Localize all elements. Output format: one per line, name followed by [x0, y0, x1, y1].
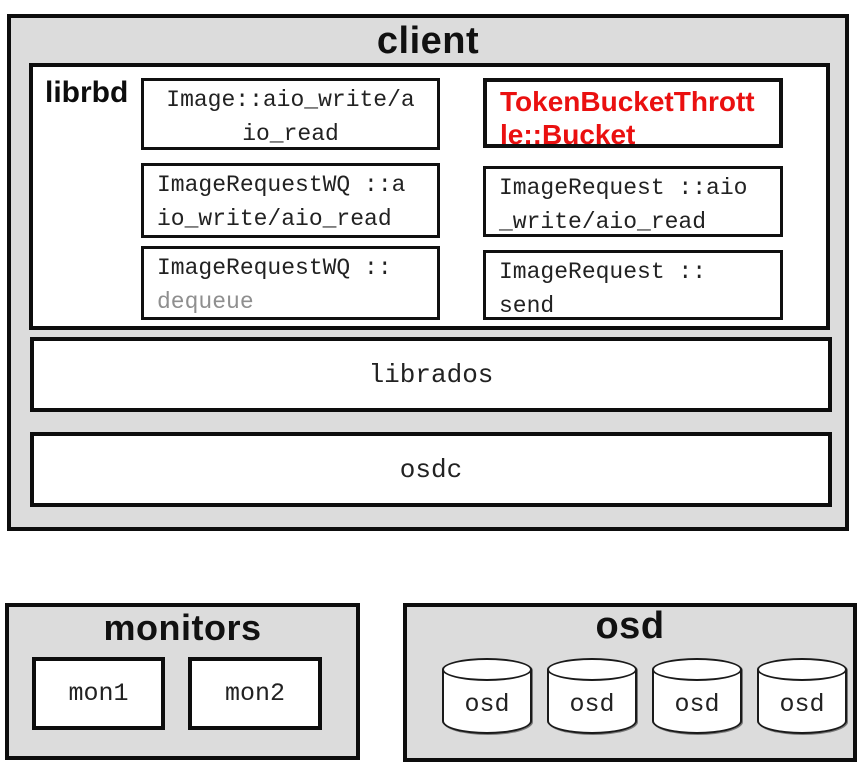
mon2-node: mon2: [188, 657, 322, 730]
librbd-box-image-aio: Image::aio_write/a io_read: [141, 78, 440, 150]
cylinder-body: [547, 669, 637, 734]
box-line: Image::aio_write/a: [166, 87, 415, 113]
cylinder-top: [442, 658, 532, 681]
librbd-label: librbd: [45, 76, 129, 109]
box-line: io_read: [242, 121, 339, 147]
mon1-label: mon1: [68, 679, 129, 708]
cylinder-top: [652, 658, 742, 681]
osd-node-label: osd: [779, 690, 825, 719]
osd-cylinder: osd: [757, 658, 847, 734]
osd-cylinder: osd: [652, 658, 742, 734]
librados-layer: librados: [30, 337, 832, 412]
osd-title: osd: [595, 605, 665, 647]
librbd-box-tokenbucketthrottle: TokenBucketThrott le::Bucket: [483, 78, 783, 148]
osd-cylinder: osd: [442, 658, 532, 734]
box-line: ImageRequest ::aio: [499, 175, 748, 201]
osd-node-label: osd: [569, 690, 615, 719]
box-line: _write/aio_read: [499, 209, 707, 235]
cylinder-top: [757, 658, 847, 681]
box-line: le::Bucket: [500, 119, 636, 148]
monitors-title: monitors: [103, 607, 262, 648]
osdc-label: osdc: [399, 454, 463, 485]
osd-node-label: osd: [674, 690, 720, 719]
librbd-box-imagerequestwq-dequeue: ImageRequestWQ :: dequeue: [141, 246, 440, 320]
mon2-label: mon2: [224, 679, 285, 708]
box-line: ImageRequest ::: [499, 259, 707, 285]
osdc-layer: osdc: [30, 432, 832, 507]
box-line: send: [499, 293, 555, 319]
librbd-box-imagerequestwq-aio: ImageRequestWQ ::a io_write/aio_read: [141, 163, 440, 238]
mon1-node: mon1: [32, 657, 165, 730]
box-line: dequeue: [157, 289, 254, 315]
librbd-box-imagerequest-aio: ImageRequest ::aio _write/aio_read: [483, 166, 783, 237]
box-line: ImageRequestWQ ::a: [157, 172, 406, 198]
cylinder-body: [442, 669, 532, 734]
librbd-box-imagerequest-send: ImageRequest :: send: [483, 250, 783, 320]
box-line: TokenBucketThrott: [500, 86, 755, 117]
box-line: io_write/aio_read: [157, 206, 392, 232]
box-line: ImageRequestWQ ::: [157, 255, 392, 281]
librados-label: librados: [368, 359, 494, 390]
osd-node-label: osd: [464, 690, 510, 719]
cylinder-top: [547, 658, 637, 681]
client-title: client: [376, 20, 480, 62]
osd-cylinder: osd: [547, 658, 637, 734]
